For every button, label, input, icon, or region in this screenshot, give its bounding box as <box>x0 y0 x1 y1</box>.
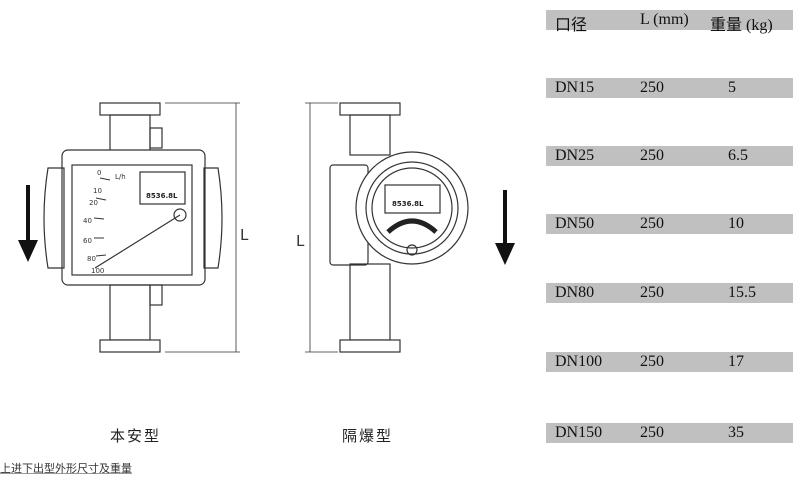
table-row: DN100 250 17 <box>546 352 793 372</box>
cell-weight: 17 <box>728 353 744 370</box>
cell-weight: 35 <box>728 424 744 441</box>
intrinsic-safe-label: 本安型 <box>110 427 162 445</box>
scale-tick: 40 <box>83 217 92 225</box>
scale-tick: 10 <box>93 187 102 195</box>
table-header: 口径 L (mm) 重量 (kg) <box>546 10 793 34</box>
cell-weight: 6.5 <box>728 147 748 164</box>
figure-caption: 上进下出型外形尺寸及重量 <box>0 462 132 475</box>
cell-length: 250 <box>640 147 664 164</box>
cell-diameter: DN150 <box>555 424 603 441</box>
scale-tick: 80 <box>87 255 96 263</box>
scale-tick: 0 <box>97 169 102 177</box>
cell-diameter: DN100 <box>555 353 603 370</box>
lcd-reading: 8536.8L <box>146 192 178 200</box>
cell-weight: 15.5 <box>728 284 756 301</box>
cell-weight: 10 <box>728 215 744 232</box>
cell-weight: 5 <box>728 79 736 96</box>
scale-tick: 20 <box>89 199 98 207</box>
cell-length: 250 <box>640 284 664 301</box>
cell-length: 250 <box>640 215 664 232</box>
explosion-proof-label: 隔爆型 <box>342 427 394 445</box>
cell-length: 250 <box>640 79 664 96</box>
scale-tick: 100 <box>91 267 105 275</box>
table-row: DN25 250 6.5 <box>546 146 793 166</box>
scale-tick: 60 <box>83 237 92 245</box>
cell-diameter: DN25 <box>555 147 595 164</box>
unit-label: L/h <box>115 173 126 181</box>
dimension-label-left: L <box>240 226 249 244</box>
table-row: DN80 250 15.5 <box>546 283 793 303</box>
header-weight: 重量 (kg) <box>710 17 773 34</box>
explosion-proof-flowmeter-drawing <box>305 102 515 353</box>
intrinsic-safe-flowmeter-drawing <box>18 102 240 353</box>
table-row: DN150 250 35 <box>546 423 793 443</box>
header-diameter: 口径 <box>555 17 588 34</box>
cell-diameter: DN15 <box>555 79 595 96</box>
header-length: L (mm) <box>640 11 689 28</box>
cell-length: 250 <box>640 353 664 370</box>
cell-diameter: DN50 <box>555 215 595 232</box>
lcd-reading-2: 8536.8L <box>392 200 424 208</box>
cell-diameter: DN80 <box>555 284 595 301</box>
dimension-label-right: L <box>296 232 305 250</box>
table-row: DN15 250 5 <box>546 78 793 98</box>
table-row: DN50 250 10 <box>546 214 793 234</box>
scale-labels: 0 10 20 40 60 80 100 <box>75 168 104 276</box>
cell-length: 250 <box>640 424 664 441</box>
